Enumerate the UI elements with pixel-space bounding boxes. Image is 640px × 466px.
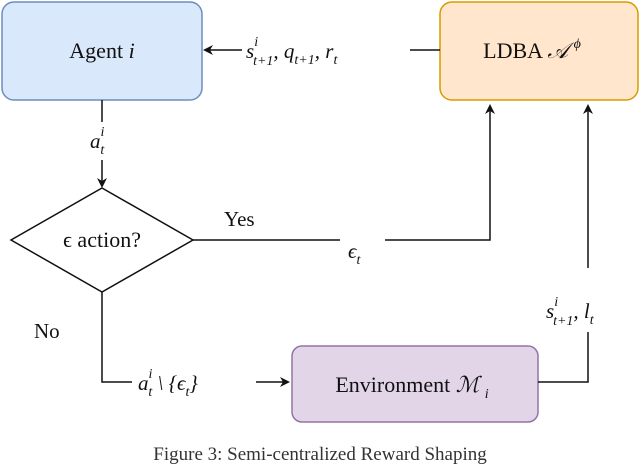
ldba-node: LDBA 𝒜 ϕ [439,1,639,101]
yes-value: ϵt [348,239,361,268]
environment-symbol: ℳ [456,372,483,397]
environment-node: Environment ℳ i [291,345,539,423]
decision-label: ϵ action? [63,227,141,252]
svg-text:LDBA 𝒜 ϕ: LDBA 𝒜 ϕ [483,37,581,63]
yes-label: Yes [224,207,255,231]
ldba-symbol: 𝒜 [547,38,574,63]
decision-node: ϵ action? [9,187,195,293]
figure-caption: Figure 3: Semi-centralized Reward Shapin… [153,444,487,465]
agent-node: Agent i [1,1,203,101]
ldba-box [439,1,639,101]
no-label: No [34,319,60,343]
svg-text:Agent i: Agent i [69,38,134,63]
agent-label: Agent [69,38,123,63]
environment-label: Environment [335,372,450,397]
agent-index: i [129,38,135,63]
edge-yes-branch: Yes ϵt [193,104,495,268]
environment-box [291,345,539,423]
ldba-sup: ϕ [574,37,581,52]
environment-sub: i [485,387,489,402]
diagram: Agent i LDBA 𝒜 ϕ ϵ action? Environment ℳ… [1,1,639,423]
ldba-label: LDBA [483,38,543,63]
svg-text:Environment ℳ i: Environment ℳ i [335,372,488,402]
